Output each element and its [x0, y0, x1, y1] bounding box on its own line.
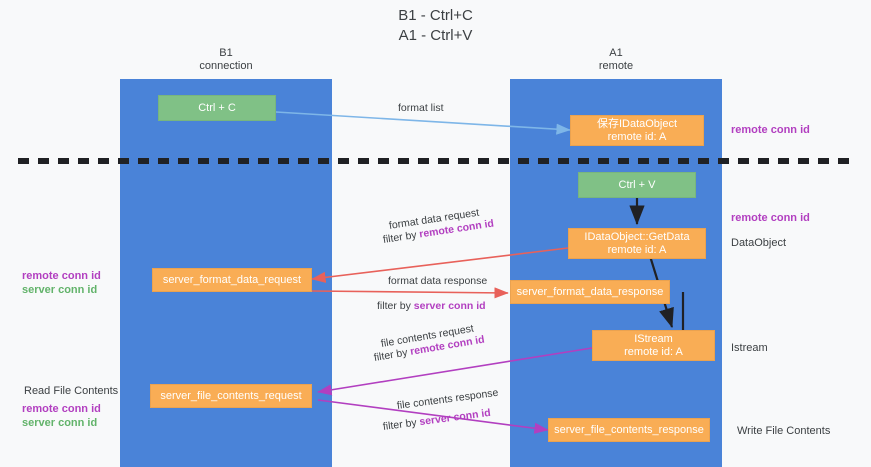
box-istream[interactable]: IStream remote id: A [592, 330, 715, 361]
annotation-right-top-remote-conn-id: remote conn id [731, 124, 810, 136]
box-server-file-contents-response[interactable]: server_file_contents_response [548, 418, 710, 442]
label-file-contents-response-filter-prefix: filter by [382, 416, 421, 433]
column-header-b1-name: B1 [219, 47, 233, 59]
box-save-idataobject[interactable]: 保存IDataObject remote id: A [570, 115, 704, 146]
box-getdata-line1: IDataObject::GetData [584, 230, 690, 243]
label-file-contents-request-filter-prefix: filter by [373, 346, 412, 364]
label-format-data-response-filter-key: server conn id [413, 300, 486, 312]
box-istream-line1: IStream [634, 332, 673, 345]
annotation-right-istream: Istream [731, 342, 768, 354]
label-format-data-response-filter-prefix: filter by [377, 300, 414, 312]
page-title: B1 - Ctrl+C A1 - Ctrl+V [0, 6, 871, 46]
annotation-right-write-file-contents: Write File Contents [737, 425, 831, 437]
annotation-right-dataobject: DataObject [731, 237, 787, 249]
label-format-list: format list [398, 102, 444, 114]
box-server-format-data-response[interactable]: server_format_data_response [510, 280, 670, 304]
column-header-b1: B1 connection [120, 47, 332, 73]
box-server-format-data-request-label: server_format_data_request [162, 273, 302, 286]
box-getdata-line2: remote id: A [607, 243, 667, 256]
label-format-data-response: format data response [388, 275, 488, 287]
box-ctrl-v-label: Ctrl + V [618, 178, 656, 191]
page-title-line2: A1 - Ctrl+V [398, 27, 473, 44]
connector-format-data-response [311, 287, 509, 299]
box-getdata[interactable]: IDataObject::GetData remote id: A [568, 228, 706, 259]
annotation-left-low-server-conn-id: server conn id [22, 417, 98, 429]
box-server-format-data-response-label: server_format_data_response [516, 285, 664, 298]
box-server-file-contents-request-label: server_file_contents_request [160, 389, 302, 402]
column-header-b1-role: connection [199, 60, 253, 72]
label-format-data-response-filter: filter by server conn id [377, 299, 486, 313]
box-ctrl-c[interactable]: Ctrl + C [158, 95, 276, 121]
annotation-left-low-remote-conn-id: remote conn id [22, 403, 101, 415]
page-title-line1: B1 - Ctrl+C [398, 7, 473, 24]
box-save-idataobject-line2: remote id: A [607, 130, 667, 143]
column-header-a1-name: A1 [609, 47, 623, 59]
annotation-right-mid-remote-conn-id: remote conn id [731, 212, 810, 224]
label-format-data-request-filter-prefix: filter by [382, 228, 421, 246]
box-save-idataobject-line1: 保存IDataObject [596, 117, 678, 130]
box-ctrl-c-label: Ctrl + C [198, 101, 236, 114]
box-server-file-contents-request[interactable]: server_file_contents_request [150, 384, 312, 408]
annotation-left-mid-server-conn-id: server conn id [22, 284, 98, 296]
box-server-file-contents-response-label: server_file_contents_response [554, 423, 704, 436]
box-istream-line2: remote id: A [624, 345, 683, 358]
box-server-format-data-request[interactable]: server_format_data_request [152, 268, 312, 292]
label-file-contents-response-filter-key: server conn id [418, 406, 492, 429]
box-ctrl-v[interactable]: Ctrl + V [578, 172, 696, 198]
annotation-read-file-contents: Read File Contents [24, 385, 119, 397]
column-header-a1-role: remote [598, 60, 634, 72]
annotation-left-mid-remote-conn-id: remote conn id [22, 270, 101, 282]
column-header-a1: A1 remote [510, 47, 722, 73]
